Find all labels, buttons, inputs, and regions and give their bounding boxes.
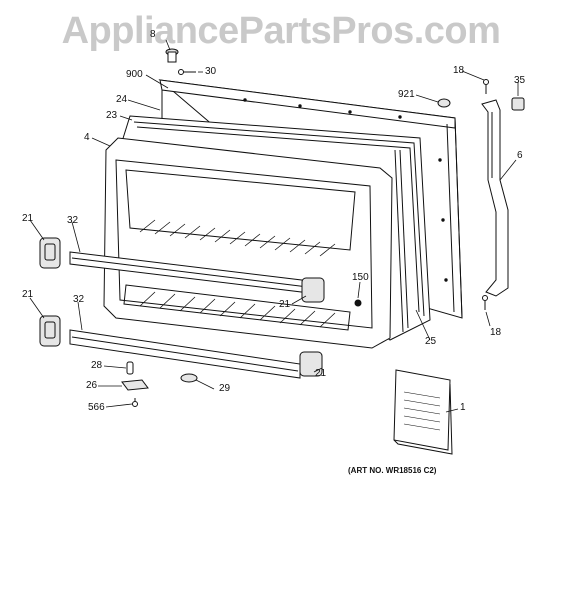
callout-921: 921 xyxy=(398,89,415,100)
callout-21-bottom: 21 xyxy=(315,368,327,379)
end-cap-upper-left xyxy=(39,237,61,269)
callout-21-mid: 21 xyxy=(279,299,291,310)
callout-28: 28 xyxy=(91,360,103,371)
callout-32-lower: 32 xyxy=(73,294,85,305)
stop-pin-28 xyxy=(126,361,134,375)
screw-18-bottom xyxy=(482,295,488,310)
inner-door-liner xyxy=(103,137,393,349)
callout-566: 566 xyxy=(88,402,105,413)
callout-18-bottom: 18 xyxy=(490,327,502,338)
callout-23: 23 xyxy=(106,110,118,121)
shelf-bar-lower xyxy=(69,329,301,379)
end-cap-mid xyxy=(301,277,325,303)
door-handle xyxy=(481,99,509,297)
leader-lines xyxy=(29,39,519,413)
callout-8: 8 xyxy=(150,29,156,40)
callout-6: 6 xyxy=(517,150,523,161)
bracket-26 xyxy=(121,379,149,391)
screw-30 xyxy=(178,69,196,75)
callout-18-top: 18 xyxy=(453,65,465,76)
plug-29 xyxy=(180,373,198,383)
plug-921 xyxy=(437,98,451,108)
hinge-bushing-8 xyxy=(165,48,179,63)
callout-35: 35 xyxy=(514,75,526,86)
callout-29: 29 xyxy=(219,383,231,394)
callout-150: 150 xyxy=(352,272,369,283)
screw-18-top xyxy=(483,79,489,94)
owner-manual-booklet xyxy=(393,369,453,455)
callout-900: 900 xyxy=(126,69,143,80)
callout-21-left-lower: 21 xyxy=(22,289,34,300)
callout-25: 25 xyxy=(425,336,437,347)
end-cap-lower-left xyxy=(39,315,61,347)
callout-4: 4 xyxy=(84,132,90,143)
watermark: AppliancePartsPros.com xyxy=(61,10,501,52)
callout-26: 26 xyxy=(86,380,98,391)
callout-32-upper: 32 xyxy=(67,215,79,226)
art-number: (ART NO. WR18516 C2) xyxy=(348,466,437,475)
callout-30: 30 xyxy=(205,66,217,77)
callout-1: 1 xyxy=(460,402,466,413)
callout-24: 24 xyxy=(116,94,128,105)
end-cap-bottom xyxy=(299,351,323,377)
screw-566 xyxy=(132,398,138,407)
cap-35 xyxy=(511,97,525,111)
callout-21-left-upper: 21 xyxy=(22,213,34,224)
screw-150 xyxy=(354,299,362,307)
